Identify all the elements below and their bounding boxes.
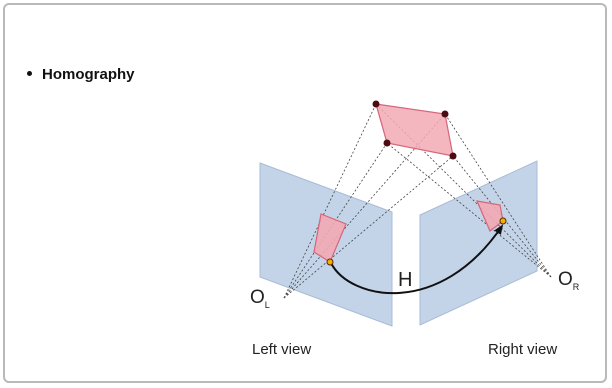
- right-image-plane: [419, 160, 538, 326]
- world-point: [372, 100, 380, 108]
- bullet-text: Homography: [42, 66, 135, 83]
- right-camera-label: OR: [558, 269, 580, 292]
- world-plane-region: [375, 103, 454, 157]
- transform-label: H: [398, 269, 412, 291]
- left-corresponding-point: [326, 258, 334, 266]
- left-camera-label: OL: [250, 287, 270, 310]
- right-corresponding-point: [499, 217, 507, 225]
- world-points: [372, 100, 457, 160]
- world-point: [383, 139, 391, 147]
- bullet-dot: [27, 70, 32, 76]
- left-view-caption: Left view: [252, 341, 311, 358]
- homography-arrow: [330, 224, 504, 295]
- bullet-item: Homography: [27, 66, 135, 83]
- world-point: [441, 110, 449, 118]
- world-point: [449, 152, 457, 160]
- right-view-caption: Right view: [488, 341, 557, 358]
